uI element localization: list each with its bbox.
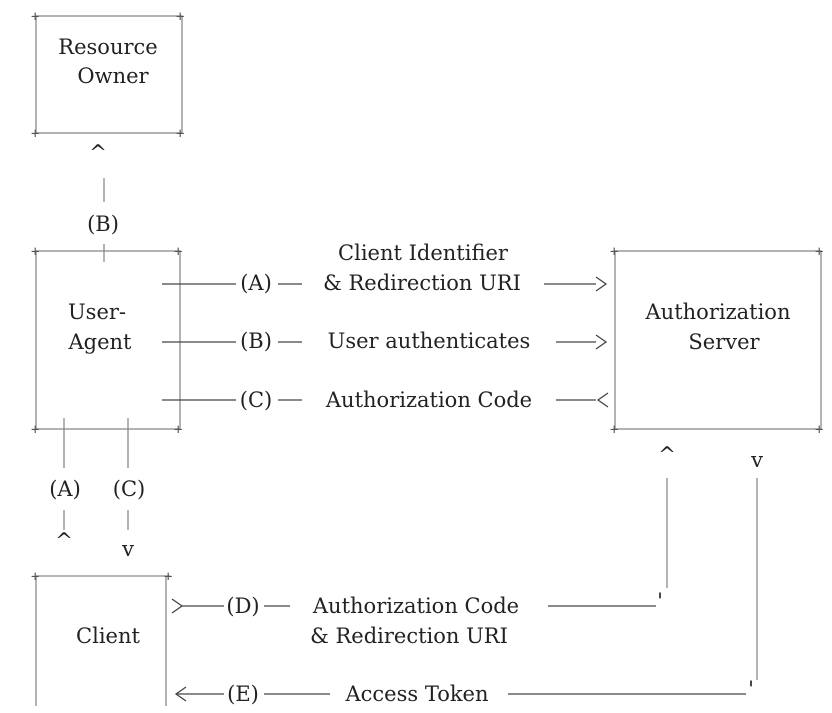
flow-c-marker: (C) [240, 388, 272, 412]
svg-text:+: + [164, 569, 172, 585]
flow-c-label: Authorization Code [325, 388, 532, 412]
flow-b-label: User authenticates [328, 329, 531, 353]
svg-text:+: + [176, 126, 184, 142]
flow-e: (E) Access Token ' [174, 677, 754, 706]
flow-d-bottom-label: & Redirection URI [310, 624, 508, 648]
svg-text:+: + [31, 569, 39, 585]
v-down-icon: v [750, 448, 763, 472]
b-vertical-connector: ^ (B) [87, 141, 119, 262]
svg-text:+: + [176, 9, 184, 25]
a-vertical-label: (A) [49, 477, 81, 501]
flow-e-label: Access Token [344, 682, 488, 706]
svg-text:+: + [174, 244, 182, 260]
svg-text:+: + [610, 422, 618, 438]
flow-e-marker: (E) [227, 682, 259, 706]
a-c-vertical-connectors: (A) (C) ^ v [49, 418, 145, 561]
flow-d: (D) Authorization Code ' & Redirection U… [171, 589, 663, 648]
svg-text:+: + [31, 244, 39, 260]
client-label: Client [76, 624, 140, 648]
flow-d-marker: (D) [226, 594, 259, 618]
svg-text:+: + [31, 9, 39, 25]
caret-up-icon: ^ [89, 141, 107, 165]
corner-icon: ' [748, 677, 754, 701]
resource-owner-box: + + + + Resource Owner [31, 9, 184, 142]
svg-text:+: + [610, 244, 618, 260]
flow-a: Client Identifier (A) & Redirection URI [180, 241, 608, 295]
flow-a-marker: (A) [240, 271, 272, 295]
user-agent-box: + + + + User- Agent [31, 244, 182, 438]
authorization-server-label-line2: Server [688, 330, 760, 354]
user-agent-label-line2: Agent [68, 330, 133, 354]
flow-b-marker: (B) [240, 329, 272, 353]
client-box: + + Client [31, 569, 172, 706]
svg-text:+: + [31, 126, 39, 142]
flow-a-top-label: Client Identifier [338, 241, 509, 265]
authorization-server-label-line1: Authorization [645, 300, 791, 324]
flow-d-top-label: Authorization Code [312, 594, 519, 618]
svg-text:+: + [174, 422, 182, 438]
caret-up-icon: ^ [658, 443, 676, 467]
resource-owner-label-line2: Owner [77, 64, 149, 88]
svg-text:+: + [815, 422, 823, 438]
b-vertical-label: (B) [87, 212, 119, 236]
d-e-vertical-connectors: ^ v [658, 443, 763, 680]
caret-up-icon: ^ [55, 529, 73, 553]
authorization-server-box: + + + + Authorization Server [610, 244, 823, 438]
resource-owner-label-line1: Resource [58, 35, 157, 59]
c-vertical-label: (C) [113, 477, 145, 501]
corner-icon: ' [657, 589, 663, 613]
user-agent-label-line1: User- [68, 300, 126, 324]
flow-b: (B) User authenticates [180, 329, 608, 353]
svg-text:+: + [31, 422, 39, 438]
svg-text:+: + [815, 244, 823, 260]
v-down-icon: v [121, 537, 134, 561]
flow-c: (C) Authorization Code [180, 388, 609, 412]
flow-a-bottom-label: & Redirection URI [323, 271, 521, 295]
